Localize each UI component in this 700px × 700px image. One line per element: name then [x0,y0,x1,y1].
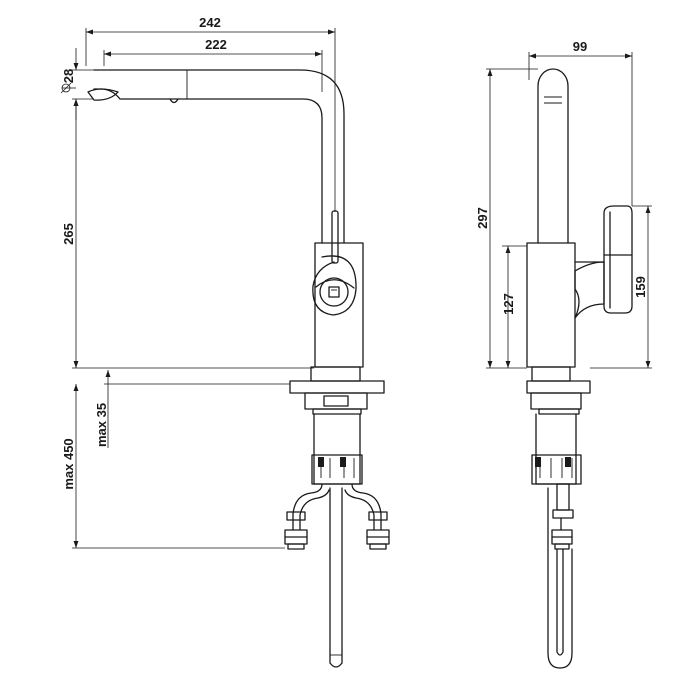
front-supply-hoses [292,483,382,531]
dim-label-hose-depth: max 450 [61,438,76,489]
side-body [526,242,576,368]
side-view [526,68,633,669]
side-deck-plate [526,380,591,394]
front-spout [93,69,345,244]
front-view [87,69,390,668]
front-pullout-hose [329,487,343,668]
dim-label-spout-diameter: 28 [61,69,76,83]
side-handle [603,205,633,314]
side-pullout-hose [547,487,573,669]
side-spout [537,68,569,244]
dim-label-handle-height: 159 [633,276,648,298]
dim-label-body-height: 127 [501,293,516,315]
dim-label-body-width: 99 [573,39,587,54]
dim-label-spout-reach: 222 [205,37,227,52]
front-handle-knob [312,255,357,316]
side-handle-connector [574,261,605,319]
spray-head-tip [87,88,119,101]
dim-label-deck-thickness: max 35 [94,403,109,447]
front-handle-lever [331,210,339,264]
front-body [314,242,364,368]
dimension-lines: 242 222 28 265 max 35 max 450 99 297 127… [60,15,652,549]
dim-label-overall-height: 297 [475,207,490,229]
front-deck-plate [289,380,385,394]
dim-label-spout-height: 265 [61,223,76,245]
dim-label-overall-reach: 242 [199,15,221,30]
side-mounting-sleeve [535,413,577,485]
temp-indicator-icon [328,286,340,298]
